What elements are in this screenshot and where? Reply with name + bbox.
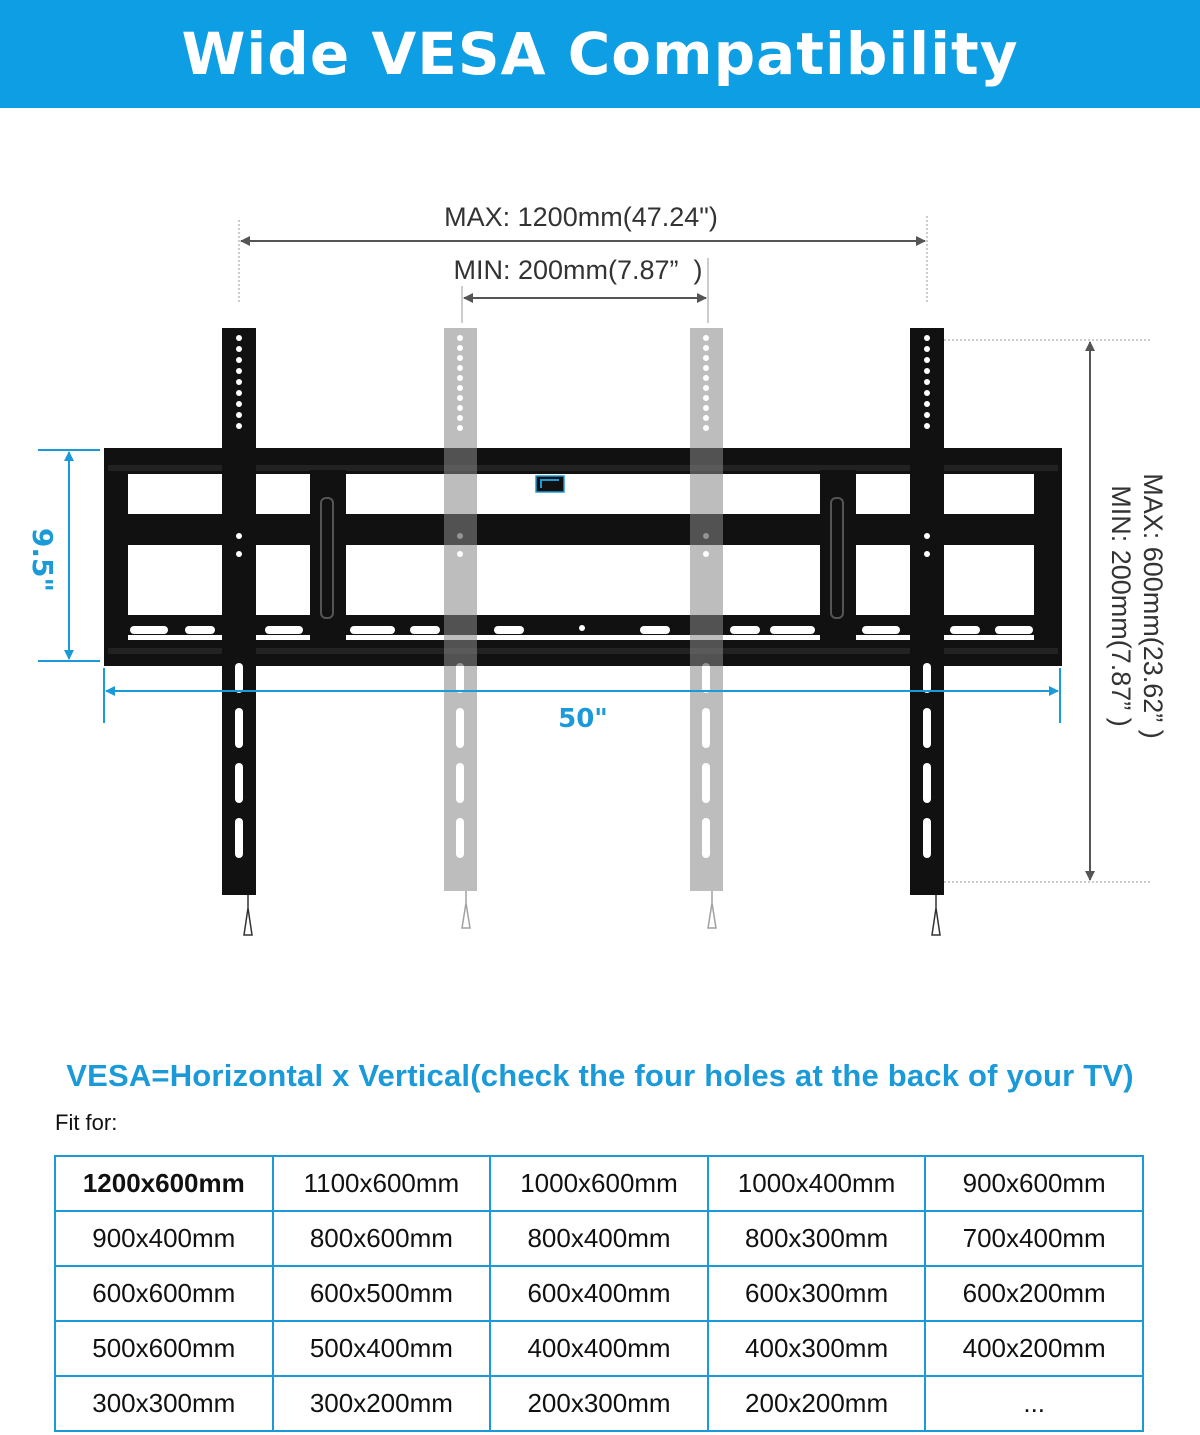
table-cell: 800x400mm bbox=[489, 1210, 709, 1267]
width-label: 50" bbox=[558, 704, 608, 734]
table-cell: 400x200mm bbox=[924, 1320, 1144, 1377]
table-cell: 600x300mm bbox=[706, 1265, 927, 1322]
table-cell: 900x600mm bbox=[924, 1155, 1144, 1212]
table-cell: 1100x600mm bbox=[271, 1155, 492, 1212]
table-cell: ... bbox=[924, 1375, 1144, 1432]
table-cell: 400x300mm bbox=[706, 1320, 927, 1377]
brand-logo-icon bbox=[535, 475, 565, 493]
tv-arm-min-left bbox=[444, 328, 477, 929]
min-width-label: MIN: 200mm(7.87” ) bbox=[453, 255, 702, 285]
mount-diagram: MAX: 1200mm(47.24") MIN: 200mm(7.87” ) bbox=[26, 202, 1168, 936]
table-cell: 1200x600mm bbox=[54, 1155, 274, 1212]
height-label: 9.5" bbox=[26, 528, 59, 592]
header-banner: Wide VESA Compatibility bbox=[0, 0, 1200, 108]
table-cell: 800x300mm bbox=[706, 1210, 927, 1267]
table-cell: 1000x400mm bbox=[706, 1155, 927, 1212]
table-cell: 900x400mm bbox=[54, 1210, 274, 1267]
table-cell: 600x200mm bbox=[924, 1265, 1144, 1322]
tv-arm-max-right bbox=[910, 328, 944, 936]
table-cell: 600x500mm bbox=[271, 1265, 492, 1322]
table-cell: 200x300mm bbox=[489, 1375, 709, 1432]
vesa-subtitle: VESA=Horizontal x Vertical(check the fou… bbox=[66, 1058, 1134, 1093]
table-cell: 500x600mm bbox=[54, 1320, 274, 1377]
table-cell: 200x200mm bbox=[706, 1375, 927, 1432]
fit-for-label: Fit for: bbox=[55, 1110, 118, 1135]
max-height-label: MAX: 600mm(23.62” ) bbox=[1138, 473, 1168, 739]
table-cell: 800x600mm bbox=[271, 1210, 492, 1267]
table-cell: 600x400mm bbox=[489, 1265, 709, 1322]
tv-arm-max-left bbox=[222, 328, 256, 936]
table-cell: 500x400mm bbox=[271, 1320, 492, 1377]
table-cell: 1000x600mm bbox=[489, 1155, 709, 1212]
table-cell: 300x300mm bbox=[54, 1375, 274, 1432]
table-cell: 700x400mm bbox=[924, 1210, 1144, 1267]
table-cell: 300x200mm bbox=[271, 1375, 492, 1432]
page-title: Wide VESA Compatibility bbox=[181, 20, 1019, 88]
min-height-label: MIN: 200mm(7.87” ) bbox=[1106, 485, 1136, 727]
tv-arm-min-right bbox=[690, 328, 723, 929]
table-cell: 600x600mm bbox=[54, 1265, 274, 1322]
max-width-label: MAX: 1200mm(47.24") bbox=[444, 202, 718, 232]
table-cell: 400x400mm bbox=[489, 1320, 709, 1377]
wall-plate bbox=[104, 448, 1062, 666]
